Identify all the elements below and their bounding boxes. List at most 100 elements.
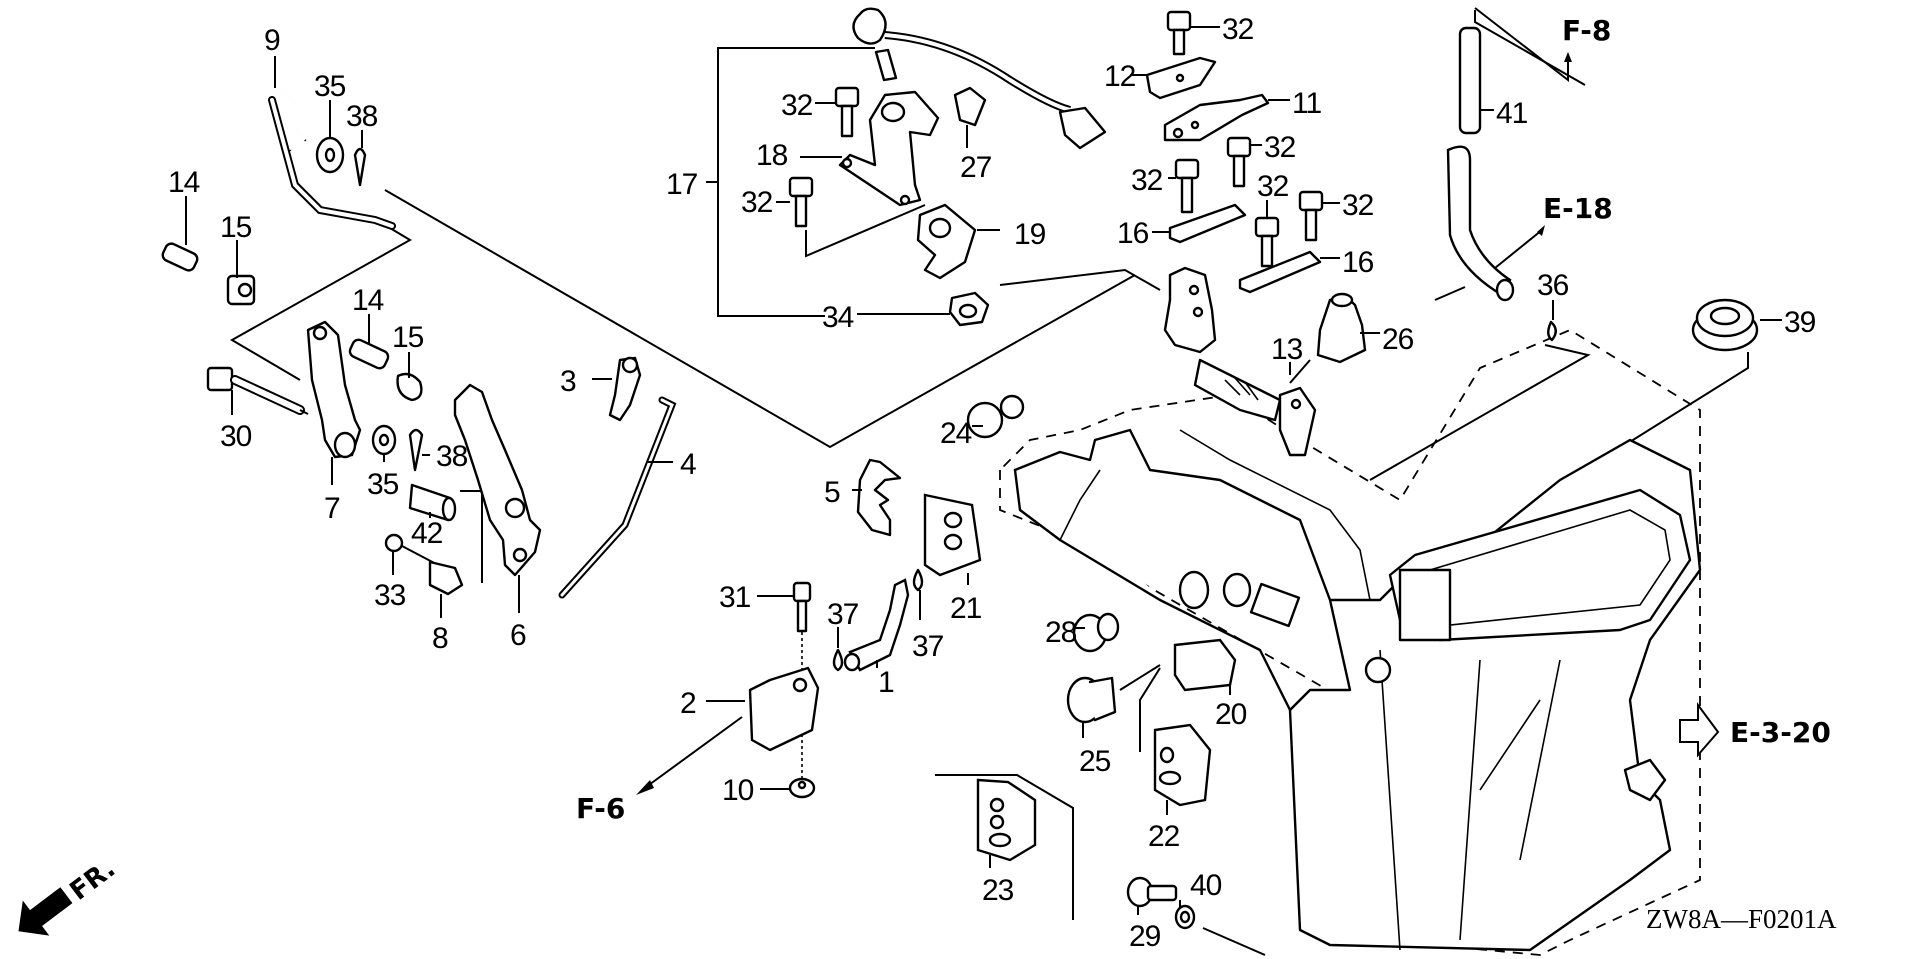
part-1-hose	[843, 578, 910, 672]
e320-arrow	[1679, 701, 1720, 758]
callout-32: 32	[1264, 131, 1296, 164]
callout-13: 13	[1271, 333, 1303, 366]
part-2-bracket	[706, 666, 820, 752]
callout-32: 32	[781, 89, 813, 122]
bracket-line-lever-to-shift	[384, 189, 1136, 449]
part-41-hose	[1446, 26, 1515, 302]
callout-16: 16	[1342, 246, 1374, 279]
part-32-bolt	[1166, 10, 1220, 56]
callout-31: 31	[719, 581, 751, 614]
part-21-grommet	[923, 493, 982, 585]
part-18-bracket	[800, 90, 940, 207]
callout-6: 6	[510, 619, 526, 652]
callout-35: 35	[314, 70, 346, 103]
part-30-bolt	[206, 366, 309, 415]
part-38-cotter-pin-mid	[408, 428, 430, 472]
part-19-grommet	[916, 203, 1000, 280]
part-42-collar	[408, 483, 457, 522]
callout-26: 26	[1382, 323, 1414, 356]
part-8-collar	[428, 560, 464, 618]
callout-15: 15	[392, 321, 424, 354]
callout-41: 41	[1496, 97, 1528, 130]
part-22-grommet	[1153, 723, 1212, 815]
part-32-bolt	[1226, 136, 1262, 188]
part-32-bolt	[1298, 190, 1340, 242]
part-5-plate	[852, 458, 902, 537]
ref-f6[interactable]: F-6	[576, 792, 625, 825]
callout-5: 5	[824, 476, 840, 509]
callout-27: 27	[960, 151, 992, 184]
part-20-grommet	[1173, 638, 1237, 695]
bracket-23	[935, 774, 1074, 920]
part-32-bolt	[1254, 200, 1280, 268]
callout-30: 30	[220, 420, 252, 453]
part-27-clip	[953, 86, 987, 148]
callout-33: 33	[374, 579, 406, 612]
f6-arrow	[636, 716, 743, 795]
callout-38: 38	[436, 440, 468, 473]
callout-15: 15	[220, 211, 252, 244]
front-direction-indicator: FR.	[18, 854, 121, 936]
ref-f8[interactable]: F-8	[1562, 14, 1611, 47]
callout-35: 35	[367, 468, 399, 501]
callout-20: 20	[1215, 698, 1247, 731]
lower-case-body	[1013, 428, 1702, 952]
part-32-bolt	[815, 86, 860, 138]
part-28-plug	[1072, 612, 1120, 653]
callout-17: 17	[666, 168, 698, 201]
callout-7: 7	[324, 492, 340, 525]
part-25-plug	[1066, 676, 1117, 738]
part-13-shift-arm	[1163, 266, 1317, 457]
part-35-washer-mid	[371, 424, 397, 462]
callout-14: 14	[168, 166, 200, 199]
callout-37: 37	[912, 630, 944, 663]
callout-37: 37	[827, 598, 859, 631]
callout-12: 12	[1104, 60, 1136, 93]
part-16-plate	[1152, 203, 1247, 244]
part-40-washer	[1174, 900, 1196, 930]
callout-36: 36	[1537, 269, 1569, 302]
part-34-nut	[857, 291, 990, 327]
callout-labels: 9 35 38 14 15 14 15 30 7 35 38 42 33 8 6…	[168, 13, 1817, 953]
callout-16: 16	[1117, 217, 1149, 250]
diagram-code: ZW8A—F0201A	[1646, 904, 1837, 934]
callout-18: 18	[756, 139, 788, 172]
part-36-clip	[1547, 300, 1557, 342]
callout-21: 21	[950, 592, 982, 625]
bracket-13	[999, 268, 1161, 291]
part-39-seal	[1691, 298, 1782, 352]
callout-14: 14	[352, 284, 384, 317]
callout-42: 42	[411, 517, 443, 550]
bracket-32-pair	[805, 204, 926, 258]
callout-32: 32	[1222, 13, 1254, 46]
callout-40: 40	[1190, 869, 1222, 902]
case-dashed-outline	[999, 328, 1701, 956]
reference-labels: F-8 E-18 F-6 E-3-20	[576, 14, 1831, 825]
bracket-36	[1369, 344, 1591, 481]
callout-8: 8	[432, 622, 448, 655]
part-10-washer	[760, 777, 816, 799]
callout-29: 29	[1129, 920, 1161, 953]
part-16-plate	[1238, 250, 1340, 294]
e18-arrow	[1494, 225, 1545, 269]
assembly-bracket-lines	[229, 10, 1749, 956]
front-arrow-icon	[18, 887, 73, 936]
part-14-joint	[161, 196, 199, 272]
callout-2: 2	[680, 687, 696, 720]
f8-arrow	[1474, 7, 1572, 83]
part-38-cotter-pin	[353, 130, 367, 187]
part-32-bolt	[1168, 158, 1200, 214]
part-6-lever	[453, 383, 542, 613]
part-14-joint-mid	[348, 314, 390, 370]
ref-e18[interactable]: E-18	[1543, 192, 1613, 225]
callout-19: 19	[1014, 218, 1046, 251]
callout-23: 23	[982, 874, 1014, 907]
part-17-harness	[852, 7, 1107, 150]
part-4-rod	[558, 396, 677, 599]
part-24-plug	[966, 394, 1025, 439]
part-3-joint	[592, 356, 642, 422]
part-9-rod	[268, 56, 396, 230]
callout-22: 22	[1148, 820, 1180, 853]
ref-e3-20[interactable]: E-3-20	[1730, 716, 1831, 749]
